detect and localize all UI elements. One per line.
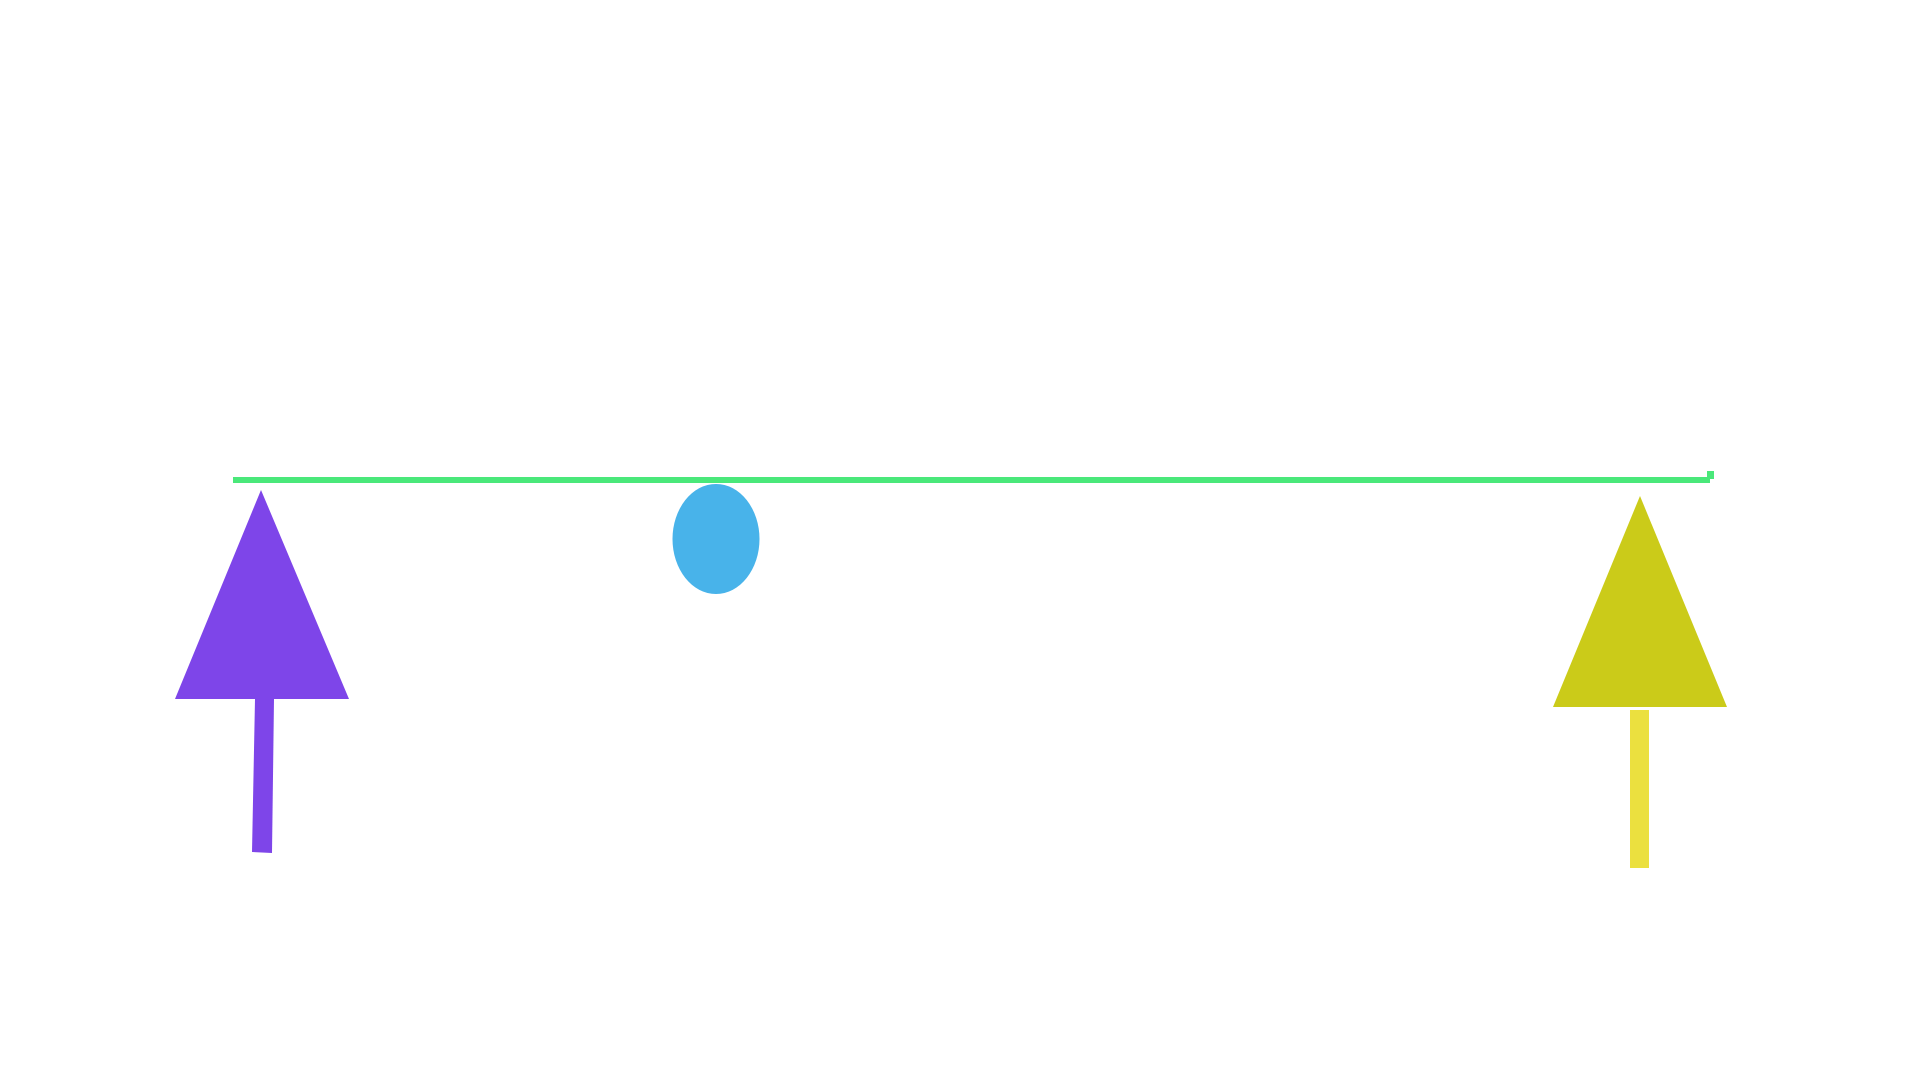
right-arrow-stem — [1630, 710, 1649, 868]
left-arrow-head — [175, 490, 349, 699]
beam-end-marker — [1707, 471, 1714, 479]
beam-line — [233, 477, 1710, 483]
right-arrow-head — [1553, 496, 1727, 707]
ball — [672, 484, 760, 594]
left-arrow-stem — [252, 699, 274, 853]
